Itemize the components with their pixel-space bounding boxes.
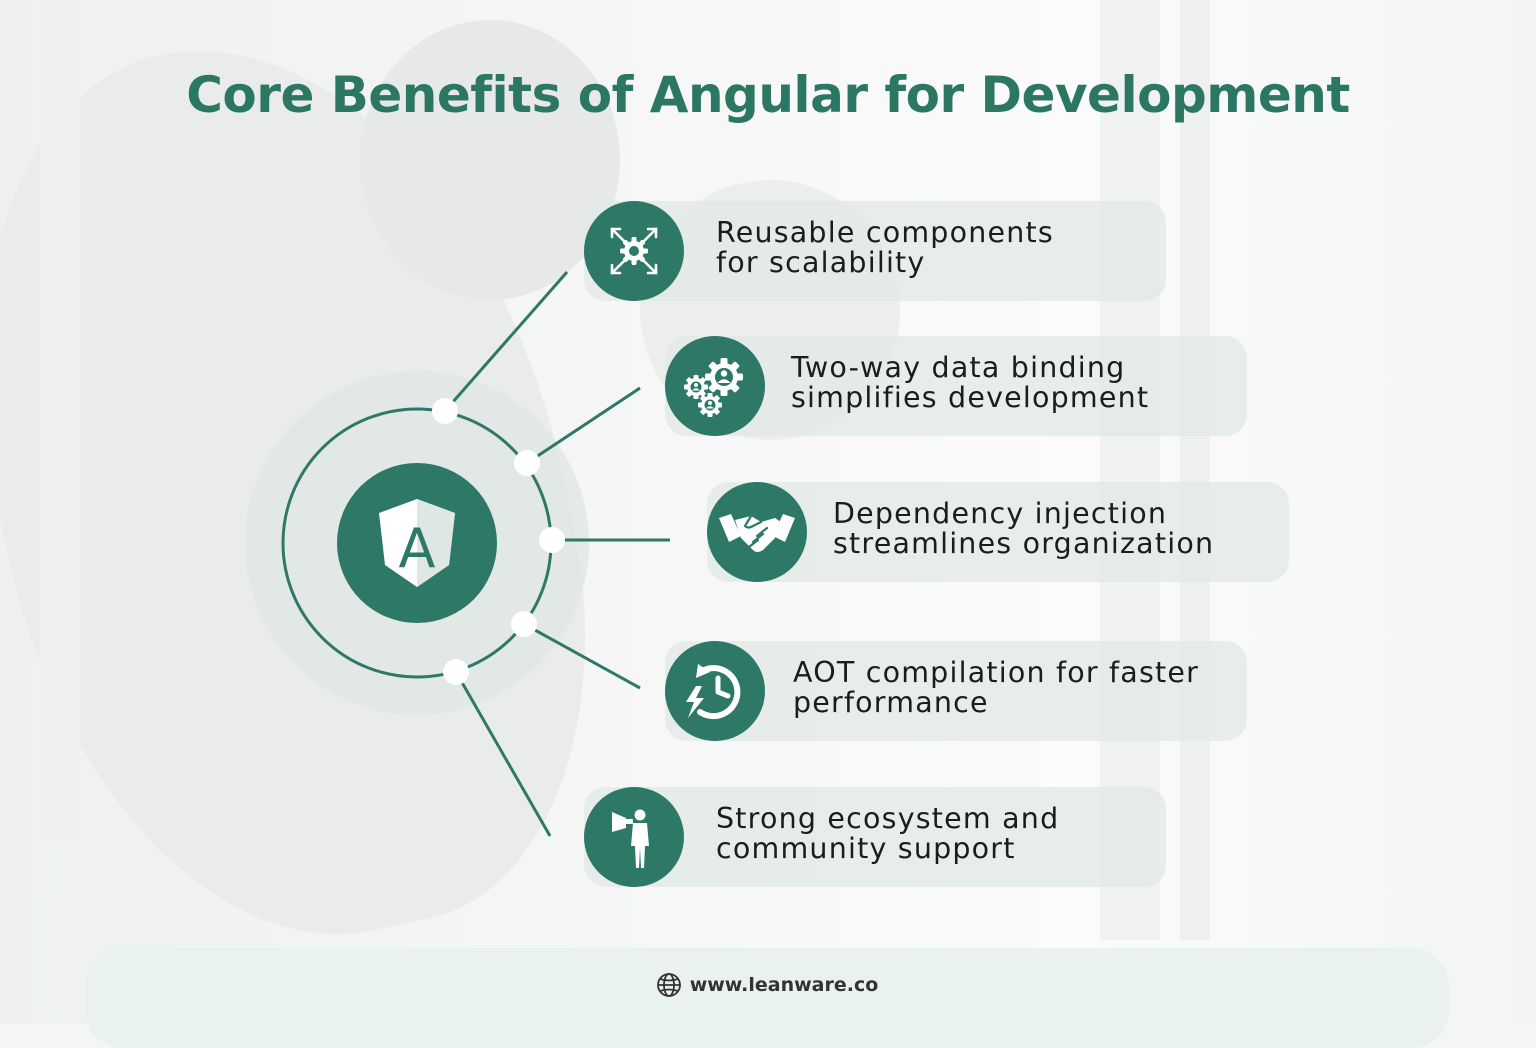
benefit-card-4: AOT compilation for faster performance xyxy=(665,641,1247,741)
connector-line-4 xyxy=(523,622,641,690)
benefit-text-5: Strong ecosystem and community support xyxy=(716,804,1059,864)
benefit-line: streamlines organization xyxy=(833,527,1215,560)
gears-people-icon xyxy=(684,358,743,417)
clock-lightning-icon xyxy=(686,664,741,720)
angular-letter: A xyxy=(399,517,436,580)
benefit-text-4: AOT compilation for faster performance xyxy=(793,658,1199,718)
benefit-line: performance xyxy=(793,686,989,719)
connector-line-2 xyxy=(526,386,641,465)
footer-bar: www.leanware.co xyxy=(85,948,1449,1048)
megaphone-person-icon xyxy=(612,809,649,868)
benefit-line: AOT compilation for faster xyxy=(793,656,1200,689)
connector-line-1 xyxy=(443,271,569,412)
angular-hub: A xyxy=(337,463,497,623)
benefit-text-3: Dependency injection streamlines organiz… xyxy=(833,499,1214,559)
expand-gear-icon xyxy=(610,227,658,275)
connector-node-1 xyxy=(432,398,458,424)
benefit-line: for scalability xyxy=(716,246,926,279)
connector-node-3 xyxy=(539,527,565,553)
benefit-line: Strong ecosystem and xyxy=(716,802,1060,835)
benefit-badge-1 xyxy=(584,201,684,301)
benefit-text-2: Two-way data binding simplifies developm… xyxy=(791,353,1149,413)
benefit-line: Dependency injection xyxy=(833,497,1168,530)
benefit-card-3: Dependency injection streamlines organiz… xyxy=(707,482,1289,582)
handshake-icon xyxy=(719,514,795,552)
benefit-card-5: Strong ecosystem and community support xyxy=(584,787,1166,887)
benefit-line: community support xyxy=(716,832,1016,865)
connector-line-5 xyxy=(454,671,552,837)
connector-node-2 xyxy=(514,450,540,476)
footer-url-link[interactable]: www.leanware.co xyxy=(689,974,879,996)
benefit-line: Reusable components xyxy=(716,216,1054,249)
benefit-card-1: Reusable components for scalability xyxy=(584,201,1166,301)
connector-node-5 xyxy=(443,659,469,685)
angular-logo-icon: A xyxy=(379,499,455,587)
benefit-badge-5 xyxy=(584,787,684,887)
benefit-badge-2 xyxy=(665,336,765,436)
benefit-line: simplifies development xyxy=(791,381,1150,414)
benefit-text-1: Reusable components for scalability xyxy=(716,218,1054,278)
benefit-card-2: Two-way data binding simplifies developm… xyxy=(665,336,1247,436)
benefit-badge-4 xyxy=(665,641,765,741)
page-title: Core Benefits of Angular for Development xyxy=(186,66,1350,124)
connector-node-4 xyxy=(511,611,537,637)
benefit-badge-3 xyxy=(707,482,807,582)
benefit-line: Two-way data binding xyxy=(791,351,1126,384)
globe-icon xyxy=(656,973,681,997)
